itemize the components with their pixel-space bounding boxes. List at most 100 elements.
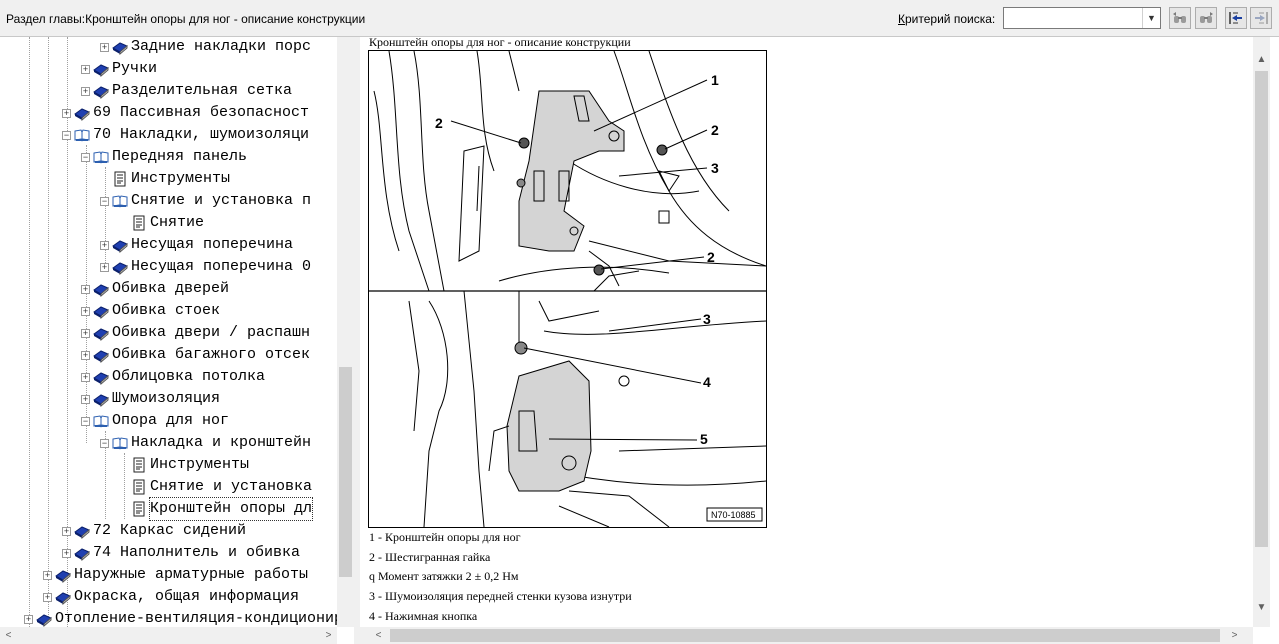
- search-input[interactable]: [1005, 9, 1149, 27]
- nav-forward-button[interactable]: [1250, 7, 1272, 29]
- tree-item[interactable]: + Несущая поперечина: [100, 234, 293, 256]
- document-title: Кронштейн опоры для ног - описание конст…: [369, 37, 631, 49]
- tree-item[interactable]: − 70 Накладки, шумоизоляци: [62, 124, 309, 146]
- content-vertical-scroll-thumb[interactable]: [1255, 71, 1268, 547]
- tree-item-icon: [131, 215, 147, 231]
- expand-toggle-icon[interactable]: +: [62, 547, 71, 558]
- tree-item[interactable]: Инструменты: [100, 168, 230, 190]
- expand-toggle-icon[interactable]: +: [81, 63, 90, 74]
- tree-item[interactable]: − Снятие и установка п: [100, 190, 311, 212]
- tree-item[interactable]: +Несущая поперечина 0: [100, 256, 311, 278]
- search-combobox[interactable]: ▼: [1003, 7, 1161, 29]
- collapse-toggle-icon[interactable]: −: [62, 129, 71, 140]
- tree-item[interactable]: +Отопление-вентиляция-кондиционирование: [24, 608, 337, 627]
- content-vertical-scrollbar[interactable]: ▲ ▼: [1253, 37, 1270, 627]
- scroll-right-arrow-icon[interactable]: >: [1231, 630, 1238, 641]
- closed-book-icon: [36, 614, 52, 627]
- scroll-left-arrow-icon[interactable]: <: [375, 630, 382, 641]
- tree-vertical-scroll-thumb[interactable]: [339, 367, 352, 577]
- tree-item-icon: [93, 149, 109, 165]
- tree-horizontal-scrollbar[interactable]: < >: [0, 627, 337, 644]
- tree-item[interactable]: +Шумоизоляция: [81, 388, 220, 410]
- tree-item[interactable]: +Обивка стоек: [81, 300, 220, 322]
- document-page-icon: [133, 215, 145, 231]
- collapse-toggle-icon[interactable]: −: [81, 415, 90, 426]
- tree-item[interactable]: +74 Наполнитель и обивка: [62, 542, 300, 564]
- tree-spacer: [119, 461, 128, 470]
- tree-item[interactable]: +Ручки: [81, 58, 157, 80]
- tree-item[interactable]: Кронштейн опоры дл: [119, 497, 314, 521]
- tree-item[interactable]: −Накладка и кронштейн: [100, 432, 311, 454]
- tree-item[interactable]: + Окраска, общая информация: [43, 586, 299, 608]
- tree-guide-line: [86, 145, 87, 443]
- tree-item[interactable]: +Обивка двери / распашн: [81, 322, 310, 344]
- tree-item[interactable]: +Обивка багажного отсек: [81, 344, 310, 366]
- tree-item[interactable]: Снятие: [119, 212, 204, 234]
- scroll-left-arrow-icon[interactable]: <: [5, 630, 12, 641]
- tree-item-label: Несущая поперечина: [131, 236, 294, 253]
- tree-item[interactable]: +Задние накладки порс: [100, 37, 311, 58]
- nav-back-button[interactable]: [1225, 7, 1247, 29]
- tree-item-icon: [93, 83, 109, 99]
- tree-item-icon: [74, 545, 90, 561]
- open-book-icon: [112, 195, 128, 208]
- expand-toggle-icon[interactable]: +: [81, 393, 90, 404]
- tree-item-icon: [55, 567, 71, 583]
- tree-item[interactable]: Инструменты: [119, 454, 249, 476]
- expand-toggle-icon[interactable]: +: [24, 613, 33, 624]
- arrow-right-lines-icon: [1255, 12, 1268, 24]
- tree-item[interactable]: −Опора для ног: [81, 410, 229, 432]
- expand-toggle-icon[interactable]: +: [81, 349, 90, 360]
- expand-toggle-icon[interactable]: +: [81, 283, 90, 294]
- expand-toggle-icon[interactable]: +: [100, 261, 109, 272]
- document-content-panel: Кронштейн опоры для ног - описание конст…: [360, 37, 1279, 644]
- tree-item[interactable]: +69 Пассивная безопасност: [62, 102, 309, 124]
- contents-tree[interactable]: +Задние накладки порс+Ручки+Разделительн…: [0, 37, 337, 627]
- closed-book-icon: [112, 240, 128, 253]
- expand-toggle-icon[interactable]: +: [81, 305, 90, 316]
- tree-item-label: Облицовка потолка: [112, 368, 266, 385]
- scroll-right-arrow-icon[interactable]: >: [325, 630, 332, 641]
- expand-toggle-icon[interactable]: +: [100, 41, 109, 52]
- expand-toggle-icon[interactable]: +: [43, 569, 52, 580]
- collapse-toggle-icon[interactable]: −: [81, 151, 90, 162]
- expand-toggle-icon[interactable]: +: [100, 239, 109, 250]
- tree-item[interactable]: + Разделительная сетка: [81, 80, 292, 102]
- tree-item-label: 70 Накладки, шумоизоляци: [93, 126, 310, 143]
- tree-item[interactable]: +Обивка дверей: [81, 278, 229, 300]
- collapse-toggle-icon[interactable]: −: [100, 195, 109, 206]
- scroll-up-arrow-icon[interactable]: ▲: [1256, 54, 1267, 65]
- tree-guide-line: [48, 37, 49, 617]
- tree-item-label: Разделительная сетка: [112, 82, 293, 99]
- search-prev-button[interactable]: [1169, 7, 1191, 29]
- expand-toggle-icon[interactable]: +: [62, 525, 71, 536]
- search-next-button[interactable]: [1195, 7, 1217, 29]
- tree-item-label: Снятие и установка п: [131, 192, 312, 209]
- closed-book-icon: [55, 570, 71, 583]
- content-horizontal-scrollbar[interactable]: < >: [360, 627, 1253, 644]
- callout-label: 4: [703, 374, 711, 390]
- tree-vertical-scrollbar[interactable]: [337, 37, 354, 627]
- tree-item[interactable]: −Передняя панель: [81, 146, 247, 168]
- closed-book-icon: [93, 372, 109, 385]
- expand-toggle-icon[interactable]: +: [81, 327, 90, 338]
- callout-label: 1: [711, 72, 719, 88]
- tree-item-icon: [93, 325, 109, 341]
- expand-toggle-icon[interactable]: +: [62, 107, 71, 118]
- tree-item-icon: [93, 281, 109, 297]
- scroll-down-arrow-icon[interactable]: ▼: [1256, 602, 1267, 613]
- expand-toggle-icon[interactable]: +: [81, 85, 90, 96]
- expand-toggle-icon[interactable]: +: [81, 371, 90, 382]
- content-horizontal-scroll-thumb[interactable]: [390, 629, 1220, 642]
- tree-item[interactable]: + Облицовка потолка: [81, 366, 265, 388]
- document-page-icon: [133, 479, 145, 495]
- tree-item[interactable]: +Наружные арматурные работы: [43, 564, 308, 586]
- search-criteria-label: Критерий поиска:: [898, 12, 995, 26]
- expand-toggle-icon[interactable]: +: [43, 591, 52, 602]
- tree-item-label: Окраска, общая информация: [74, 588, 300, 605]
- collapse-toggle-icon[interactable]: −: [100, 437, 109, 448]
- chevron-down-icon[interactable]: ▼: [1142, 8, 1160, 28]
- panel-splitter[interactable]: [354, 37, 360, 644]
- tree-item[interactable]: +72 Каркас сидений: [62, 520, 246, 542]
- tree-item[interactable]: Снятие и установка: [119, 476, 312, 498]
